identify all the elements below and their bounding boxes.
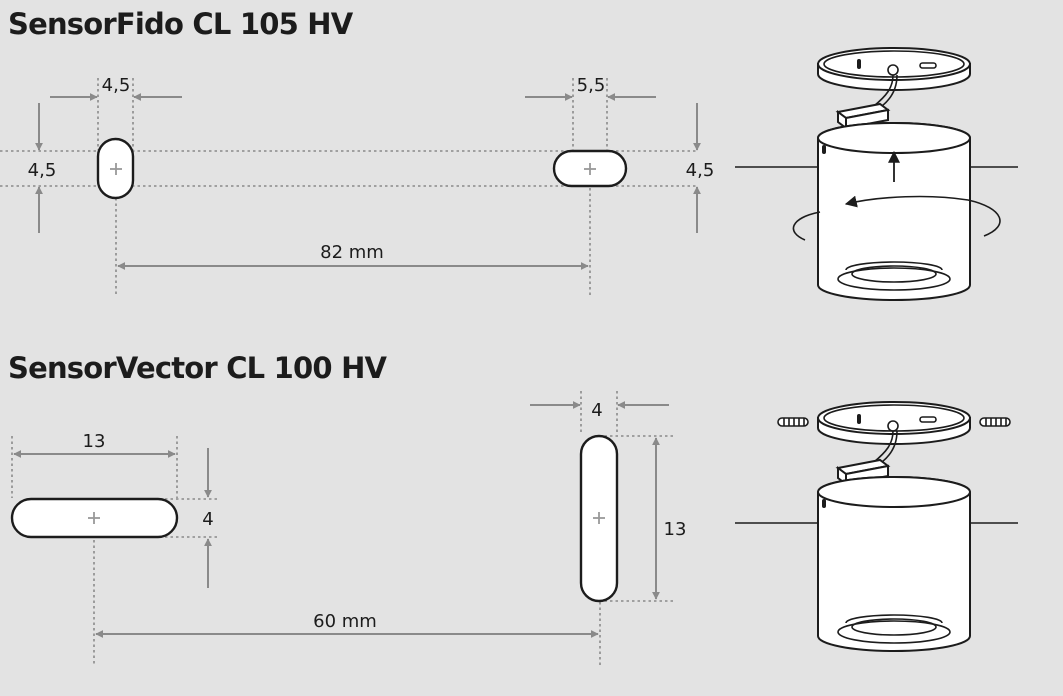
center-mark-icon (110, 163, 122, 175)
dim-label-spacing: 82 mm (320, 242, 384, 263)
section-title-sensorfido: SensorFido CL 105 HV (8, 7, 353, 41)
dim-label-spacing: 60 mm (313, 611, 377, 632)
dim-label-slot1-height: 4 (202, 509, 213, 530)
dim-label-slot2-width: 5,5 (577, 75, 606, 96)
dim-label-slot1-length: 13 (83, 431, 106, 452)
center-mark-icon (584, 163, 596, 175)
sensorvector-drawing: 13 4 4 13 60 mm (10, 391, 1018, 666)
sensorfido-drawing: 4,5 4,5 5,5 4,5 82 mm (0, 47, 1018, 301)
dim-label-slot1-height: 4,5 (28, 160, 57, 181)
sensorvector-product-illustration (735, 401, 1018, 652)
center-mark-icon (593, 512, 605, 524)
sensorfido-product-illustration (735, 47, 1018, 301)
screw-icon (979, 417, 1011, 427)
screw-icon (777, 417, 809, 427)
center-mark-icon (88, 512, 100, 524)
dim-label-slot1-width: 4,5 (102, 75, 131, 96)
dim-label-slot2-length: 13 (664, 519, 687, 540)
dim-label-slot2-width: 4 (591, 400, 602, 421)
dim-label-slot2-height: 4,5 (686, 160, 715, 181)
section-title-sensorvector: SensorVector CL 100 HV (8, 351, 387, 385)
